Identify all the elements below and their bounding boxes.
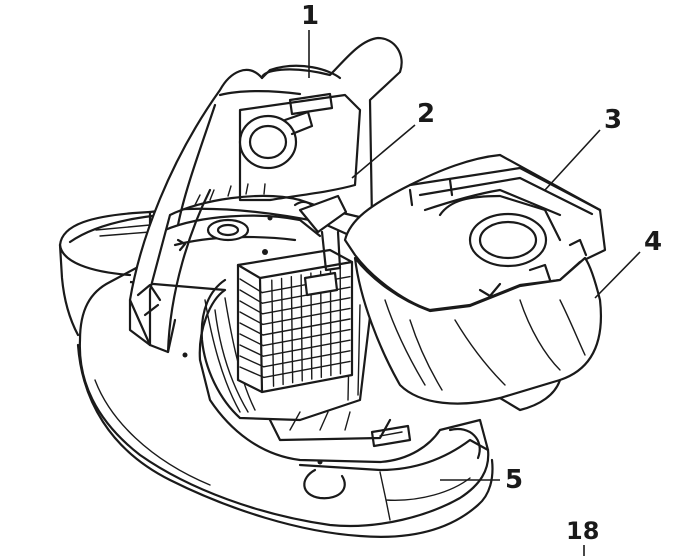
leader-line-3 <box>544 129 601 191</box>
bag-holder <box>343 153 607 312</box>
leader-line-2 <box>351 124 416 179</box>
callout-3: 3 <box>604 105 623 135</box>
grid-side-line <box>239 300 264 315</box>
grid-line <box>262 350 351 368</box>
grid-line <box>262 307 351 326</box>
grid-line <box>261 297 351 315</box>
grid-line <box>262 339 351 357</box>
leader-line-4 <box>594 251 641 299</box>
lid <box>128 36 403 354</box>
grid-side-line <box>239 344 265 357</box>
callout-5: 5 <box>505 465 524 495</box>
grid-side-line <box>239 278 263 294</box>
callout-2: 2 <box>417 99 436 129</box>
grid-line <box>262 328 351 347</box>
grid-line <box>262 318 351 336</box>
dust-bag <box>353 256 602 412</box>
dust-compartment <box>68 200 392 442</box>
grid-side-line <box>239 289 264 304</box>
grid-side-line <box>239 366 265 379</box>
grid-line <box>263 360 351 379</box>
leader-lines <box>308 30 641 556</box>
callout-4: 4 <box>644 227 663 257</box>
grid-side-line <box>239 333 264 347</box>
grid-side-line <box>239 311 264 326</box>
grid-side-line <box>239 355 265 368</box>
page-number: 18 <box>566 517 600 545</box>
filter-grid <box>236 248 354 394</box>
callout-1: 1 <box>301 1 320 31</box>
grid-side-line <box>239 322 264 336</box>
